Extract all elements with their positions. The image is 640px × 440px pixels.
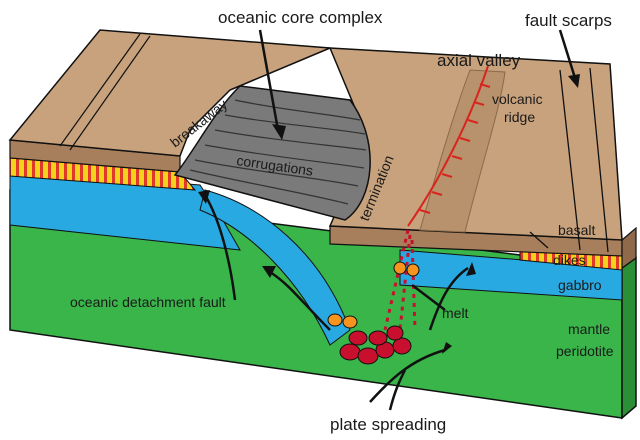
label-axial-valley: axial valley bbox=[437, 51, 521, 70]
label-fault-scarps: fault scarps bbox=[525, 11, 612, 30]
label-plate-spreading: plate spreading bbox=[330, 415, 446, 434]
axial-rift-line bbox=[407, 65, 491, 227]
fault-scarps-left bbox=[59, 33, 151, 151]
oceanic-core-complex-surface bbox=[173, 85, 371, 221]
label-dikes: dikes bbox=[553, 252, 586, 268]
label-gabbro: gabbro bbox=[558, 277, 602, 293]
basalt-side bbox=[621, 226, 637, 270]
label-volcanic: volcanic bbox=[492, 91, 543, 107]
label-melt: melt bbox=[442, 305, 469, 321]
label-basalt: basalt bbox=[558, 222, 595, 238]
label-mantle: mantle bbox=[568, 321, 610, 337]
label-oceanic-core-complex: oceanic core complex bbox=[218, 8, 383, 27]
seafloor-top-left bbox=[8, 29, 331, 157]
fault-scarps-right bbox=[529, 67, 609, 253]
leader-arrowheads bbox=[198, 74, 580, 204]
label-oceanic-detachment-fault: oceanic detachment fault bbox=[70, 294, 226, 310]
leader-arrows bbox=[203, 29, 577, 311]
flow-arrowheads bbox=[262, 262, 476, 354]
corrugation-lines bbox=[189, 99, 367, 205]
flow-arrows bbox=[269, 266, 469, 411]
gabbro-detachment-body bbox=[199, 189, 351, 346]
label-ridge: ridge bbox=[504, 109, 535, 125]
label-peridotite: peridotite bbox=[556, 343, 614, 359]
mantle-side-face bbox=[621, 256, 637, 420]
melt-pockets bbox=[327, 261, 420, 365]
volcanic-ridge bbox=[419, 69, 506, 233]
